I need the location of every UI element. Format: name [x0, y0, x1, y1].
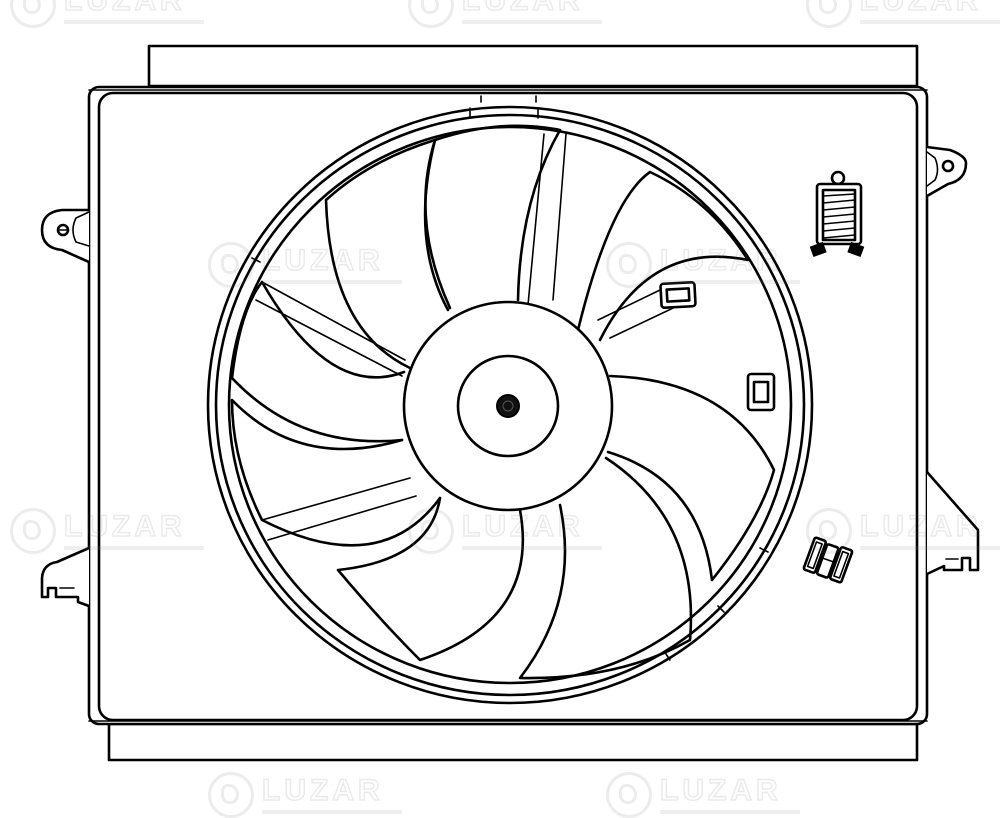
top-rail: [147, 44, 919, 88]
left-upper-mounting-ear: [40, 208, 90, 264]
wire-clip-upper: [659, 280, 697, 310]
bottom-rail: [107, 722, 919, 762]
right-upper-mounting-ear: [926, 145, 968, 198]
left-lower-mounting-bracket: [40, 546, 90, 608]
fan-blades: [230, 124, 776, 680]
electrical-connector: [802, 536, 854, 584]
fan-resistor-module: [809, 170, 865, 258]
wire-clip-lower: [746, 372, 776, 412]
right-lower-mounting-bracket: [926, 471, 980, 576]
support-struts: [255, 133, 691, 541]
fan-hub: [402, 300, 614, 512]
